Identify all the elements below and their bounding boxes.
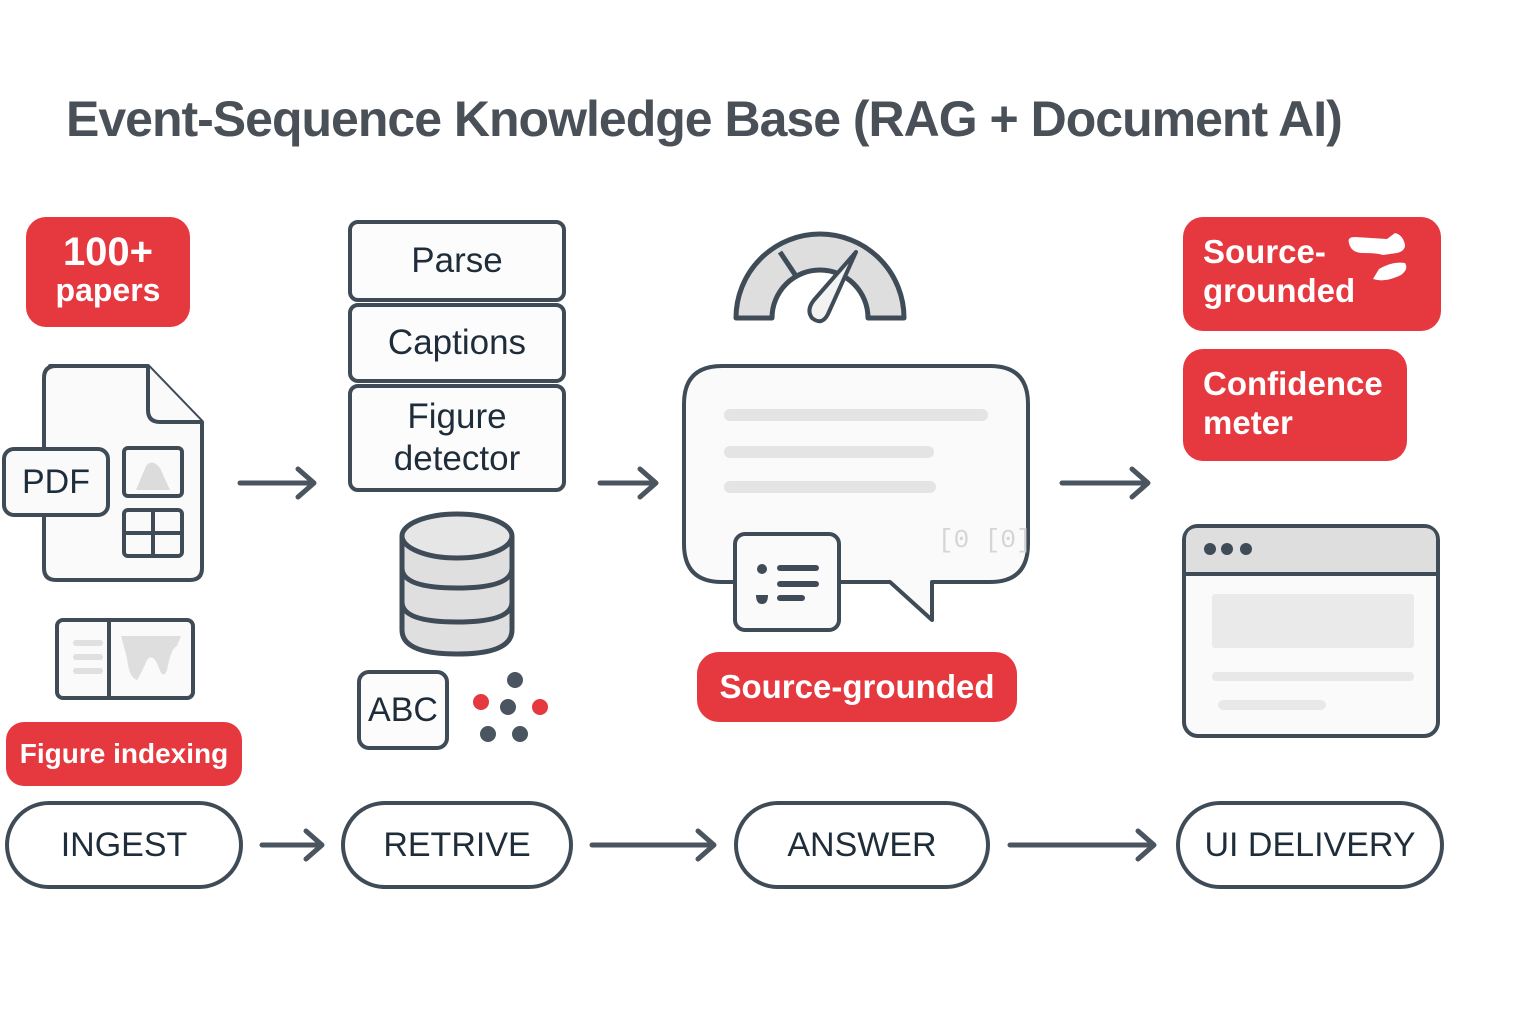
pdf-document-icon: [42, 364, 204, 582]
source-grounded-delivery-badge: Source- grounded: [1183, 217, 1441, 331]
papers-count-badge: 100+ papers: [26, 217, 190, 327]
embedding-dot: [500, 699, 516, 715]
source-grounded-badge: Source-grounded: [697, 652, 1017, 722]
svg-text:[0 [0]: [0 [0]: [938, 525, 1032, 555]
abc-token-box: ABC: [357, 670, 449, 750]
figure-detector-label: Figure detector: [393, 397, 521, 478]
embedding-dot: [512, 726, 528, 742]
stage-retrieve: RETRIVE: [341, 801, 573, 889]
parse-label: Parse: [411, 241, 503, 280]
figure-indexing-label: Figure indexing: [19, 738, 229, 770]
arrow-right-icon: [1007, 828, 1157, 862]
papers-label: papers: [55, 272, 161, 309]
arrow-right-icon: [259, 828, 325, 862]
page-title: Event-Sequence Knowledge Base (RAG + Doc…: [66, 91, 1343, 147]
stage-ingest: INGEST: [5, 801, 243, 889]
arrow-right-icon: [597, 466, 659, 500]
arrow-right-icon: [589, 828, 717, 862]
abc-label: ABC: [368, 690, 438, 729]
citation-list-icon: [733, 532, 841, 632]
embedding-dot: [507, 672, 523, 688]
figure-detector-step: Figure detector: [348, 384, 566, 492]
pdf-label-box: PDF: [2, 447, 110, 517]
embedding-dot: [532, 699, 548, 715]
figure-indexing-badge: Figure indexing: [6, 722, 242, 786]
captions-label: Captions: [387, 323, 527, 362]
embedding-dot: [480, 726, 496, 742]
stage-answer: ANSWER: [734, 801, 990, 889]
confidence-meter-badge: Confidence meter: [1183, 349, 1407, 461]
source-grounded-line1: Source-: [1203, 233, 1326, 270]
embedding-dot: [473, 694, 489, 710]
papers-count: 100+: [62, 230, 154, 274]
parse-step: Parse: [348, 220, 566, 302]
stage-retrieve-label: RETRIVE: [383, 825, 531, 864]
confidence-meter-line1: Confidence: [1203, 365, 1383, 402]
arrow-right-icon: [1059, 466, 1151, 500]
confidence-meter-line2: meter: [1203, 403, 1293, 441]
database-icon: [399, 511, 515, 657]
stage-ui-delivery-label: UI DELIVERY: [1204, 825, 1416, 864]
arrow-pointer-icon: [1348, 233, 1407, 281]
arrow-right-icon: [237, 466, 317, 500]
source-grounded-line2: grounded: [1203, 271, 1356, 309]
stage-ui-delivery: UI DELIVERY: [1176, 801, 1444, 889]
confidence-gauge-icon: [733, 231, 907, 324]
captions-step: Captions: [348, 303, 566, 383]
embedding-dots-icon: [473, 672, 548, 742]
chat-answer-icon: [0 [0]: [682, 364, 1032, 622]
stage-ingest-label: INGEST: [60, 825, 188, 864]
stage-answer-label: ANSWER: [787, 825, 937, 864]
browser-window-icon: [1182, 524, 1440, 738]
pdf-label: PDF: [22, 462, 90, 501]
figure-index-icon: [55, 618, 195, 700]
source-grounded-label: Source-grounded: [719, 667, 995, 705]
